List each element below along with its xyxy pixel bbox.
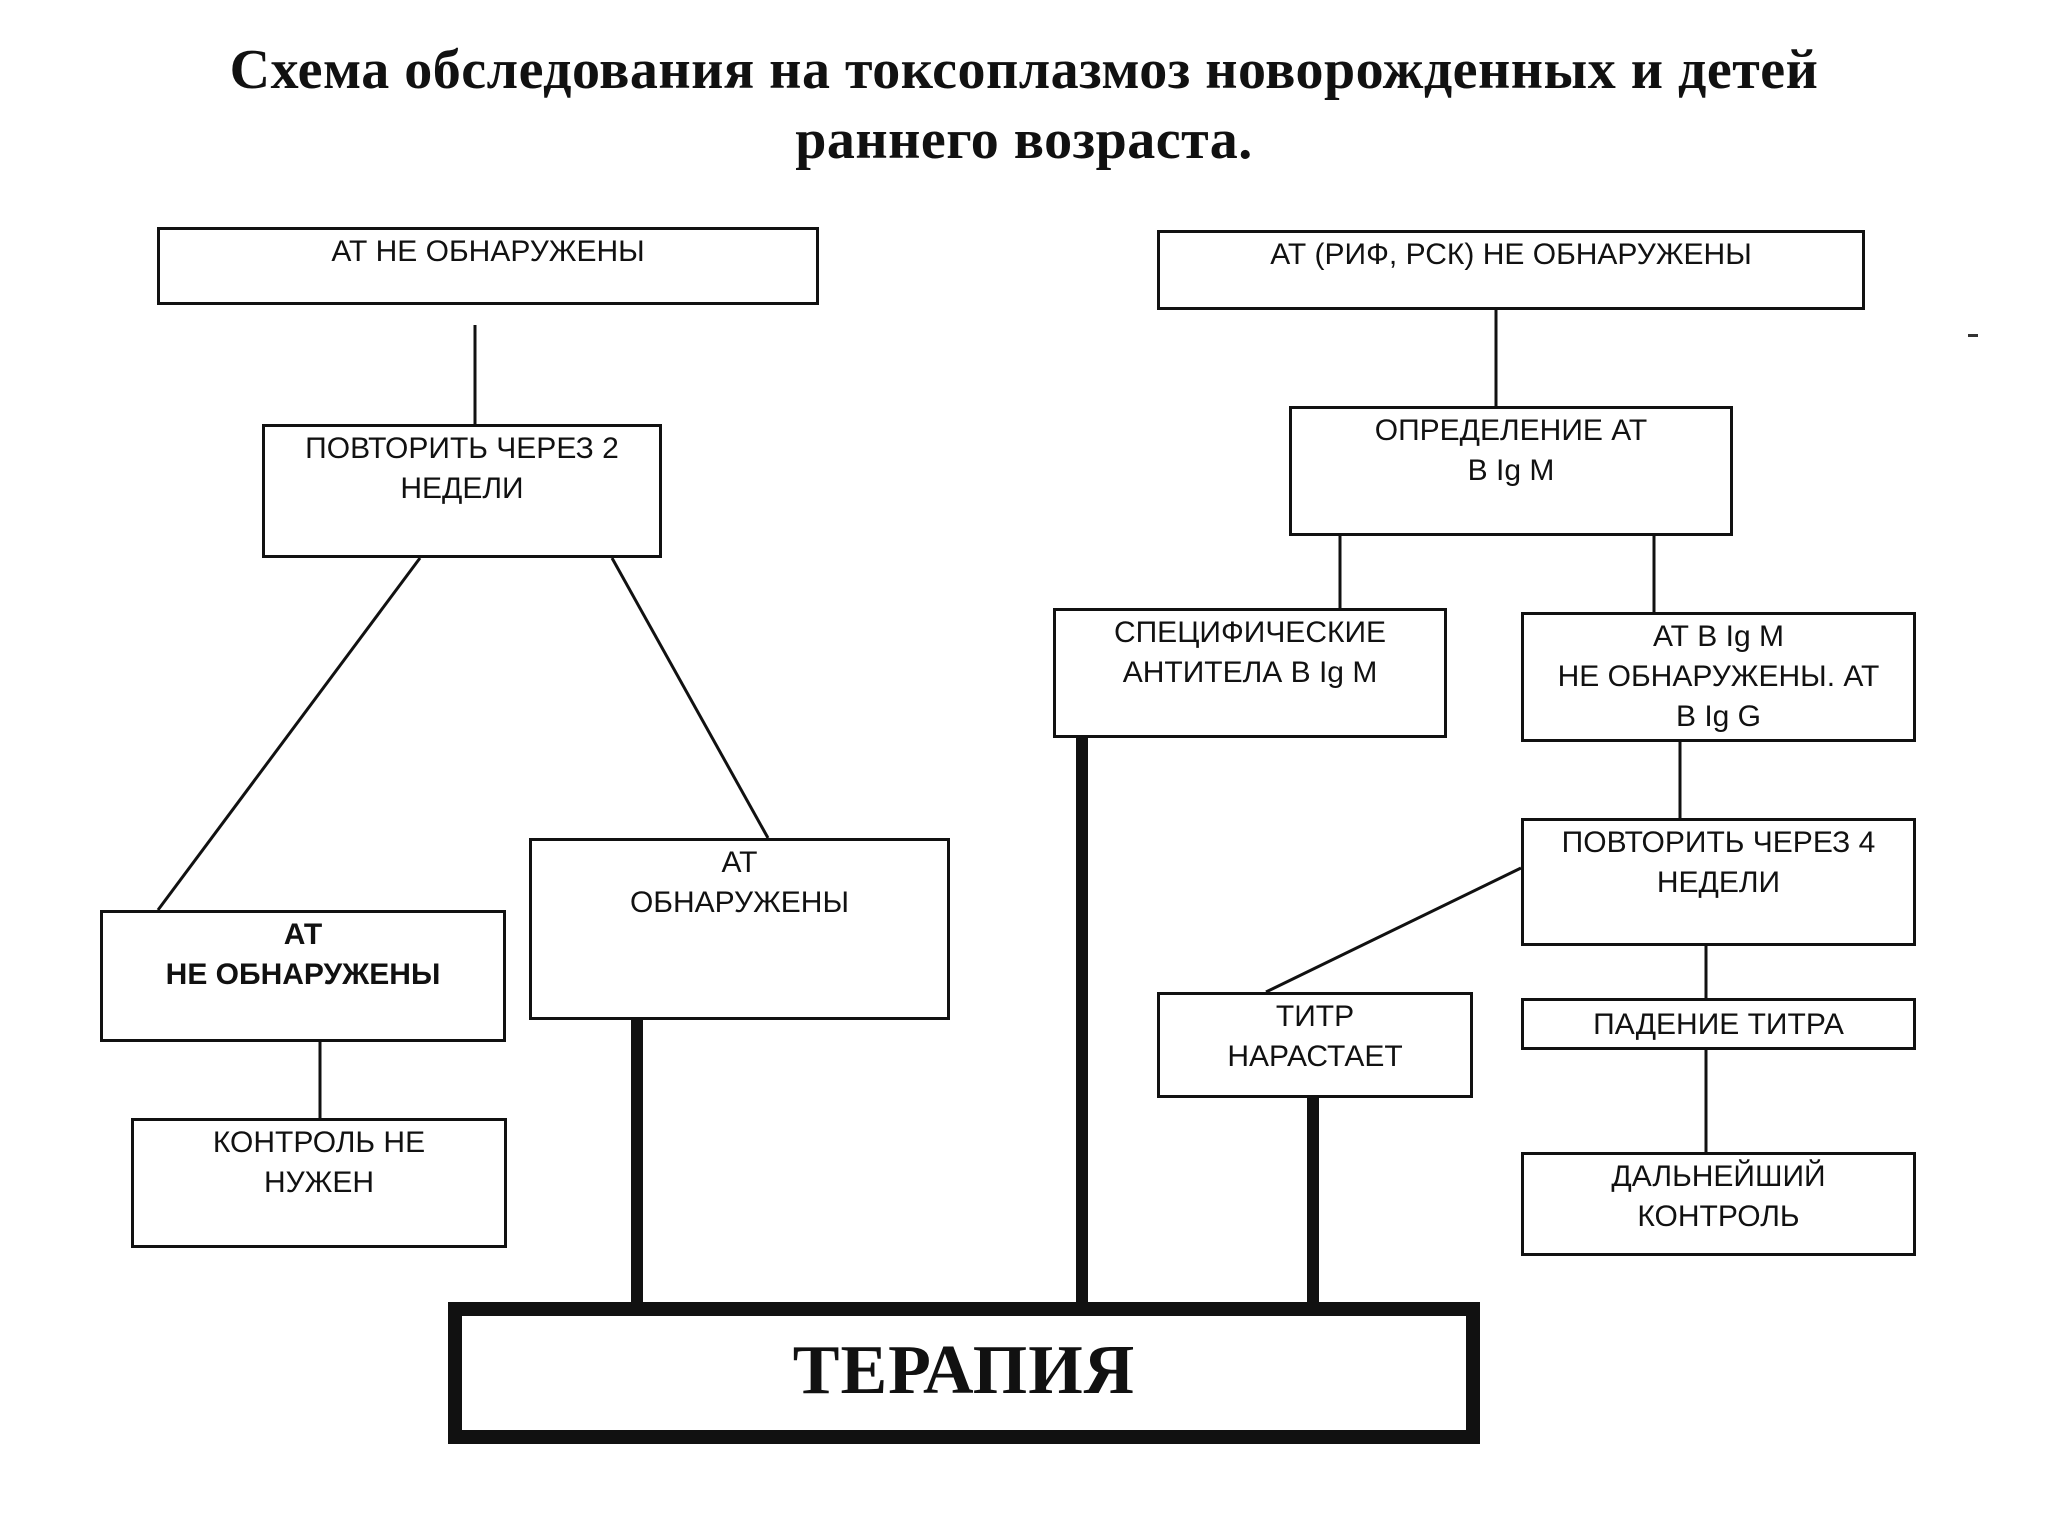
box-label: НЕДЕЛИ (1656, 866, 1781, 899)
box-label: ПОВТОРИТЬ ЧЕРЕЗ 2 (305, 432, 619, 465)
box-label: АТ (283, 918, 323, 951)
box-titer-falls: ПАДЕНИЕ ТИТРА (1521, 998, 1916, 1050)
box-label: НАРАСТАЕТ (1227, 1040, 1403, 1073)
box-repeat-in-4-weeks: ПОВТОРИТЬ ЧЕРЕЗ 4 НЕДЕЛИ (1521, 818, 1916, 946)
box-label: ТИТР (1275, 1000, 1355, 1033)
box-label: АТ (РИФ, РСК) НЕ ОБНАРУЖЕНЫ (1270, 238, 1752, 271)
box-label: НЕ ОБНАРУЖЕНЫ. АТ (1557, 660, 1880, 693)
box-label: НЕ ОБНАРУЖЕНЫ (165, 958, 441, 991)
diagram-title-line-1: Схема обследования на токсоплазмоз новор… (229, 39, 1819, 101)
box-antibodies-rif-rsk-not-found: АТ (РИФ, РСК) НЕ ОБНАРУЖЕНЫ (1157, 230, 1865, 310)
box-titer-rises: ТИТР НАРАСТАЕТ (1157, 992, 1473, 1098)
box-specific-igm-antibodies: СПЕЦИФИЧЕСКИЕ АНТИТЕЛА В Ig M (1053, 608, 1447, 738)
box-label: АТ В Ig M (1652, 620, 1784, 653)
box-label: В Ig M (1467, 454, 1555, 487)
box-no-control-needed: КОНТРОЛЬ НЕ НУЖЕН (131, 1118, 507, 1248)
box-therapy: ТЕРАПИЯ (448, 1302, 1480, 1444)
box-label: АНТИТЕЛА В Ig M (1122, 656, 1378, 689)
box-antibodies-not-found-top: АТ НЕ ОБНАРУЖЕНЫ (157, 227, 819, 305)
box-label: КОНТРОЛЬ НЕ (212, 1126, 426, 1159)
box-antibodies-found: АТ ОБНАРУЖЕНЫ (529, 838, 950, 1020)
box-antibodies-not-found: АТ НЕ ОБНАРУЖЕНЫ (100, 910, 506, 1042)
box-label: АТ (721, 846, 758, 879)
box-label: ПОВТОРИТЬ ЧЕРЕЗ 4 (1561, 826, 1876, 859)
box-determine-igm-antibodies: ОПРЕДЕЛЕНИЕ АТ В Ig M (1289, 406, 1733, 536)
box-label: ДАЛЬНЕЙШИЙ (1611, 1160, 1826, 1193)
connector-repeat-to-titer-rises (1265, 866, 1522, 994)
box-label: НУЖЕН (263, 1166, 375, 1199)
box-igm-not-found-igg: АТ В Ig M НЕ ОБНАРУЖЕНЫ. АТ В Ig G (1521, 612, 1916, 742)
therapy-label: ТЕРАПИЯ (792, 1332, 1136, 1409)
box-label: СПЕЦИФИЧЕСКИЕ (1113, 616, 1387, 649)
box-label: КОНТРОЛЬ (1637, 1200, 1800, 1233)
connector-repeat-to-found (610, 557, 770, 839)
box-label: ПАДЕНИЕ ТИТРА (1593, 1008, 1844, 1041)
box-label: В Ig G (1675, 700, 1762, 733)
box-label: АТ НЕ ОБНАРУЖЕНЫ (331, 235, 645, 268)
box-repeat-in-2-weeks: ПОВТОРИТЬ ЧЕРЕЗ 2 НЕДЕЛИ (262, 424, 662, 558)
box-further-control: ДАЛЬНЕЙШИЙ КОНТРОЛЬ (1521, 1152, 1916, 1256)
diagram-title-line-2: раннего возраста. (795, 109, 1253, 171)
box-label: ОПРЕДЕЛЕНИЕ АТ (1374, 414, 1648, 447)
connector-repeat-to-not-found (156, 557, 422, 911)
scan-speck (1968, 334, 1978, 337)
box-label: НЕДЕЛИ (400, 472, 524, 505)
box-label: ОБНАРУЖЕНЫ (629, 886, 850, 919)
